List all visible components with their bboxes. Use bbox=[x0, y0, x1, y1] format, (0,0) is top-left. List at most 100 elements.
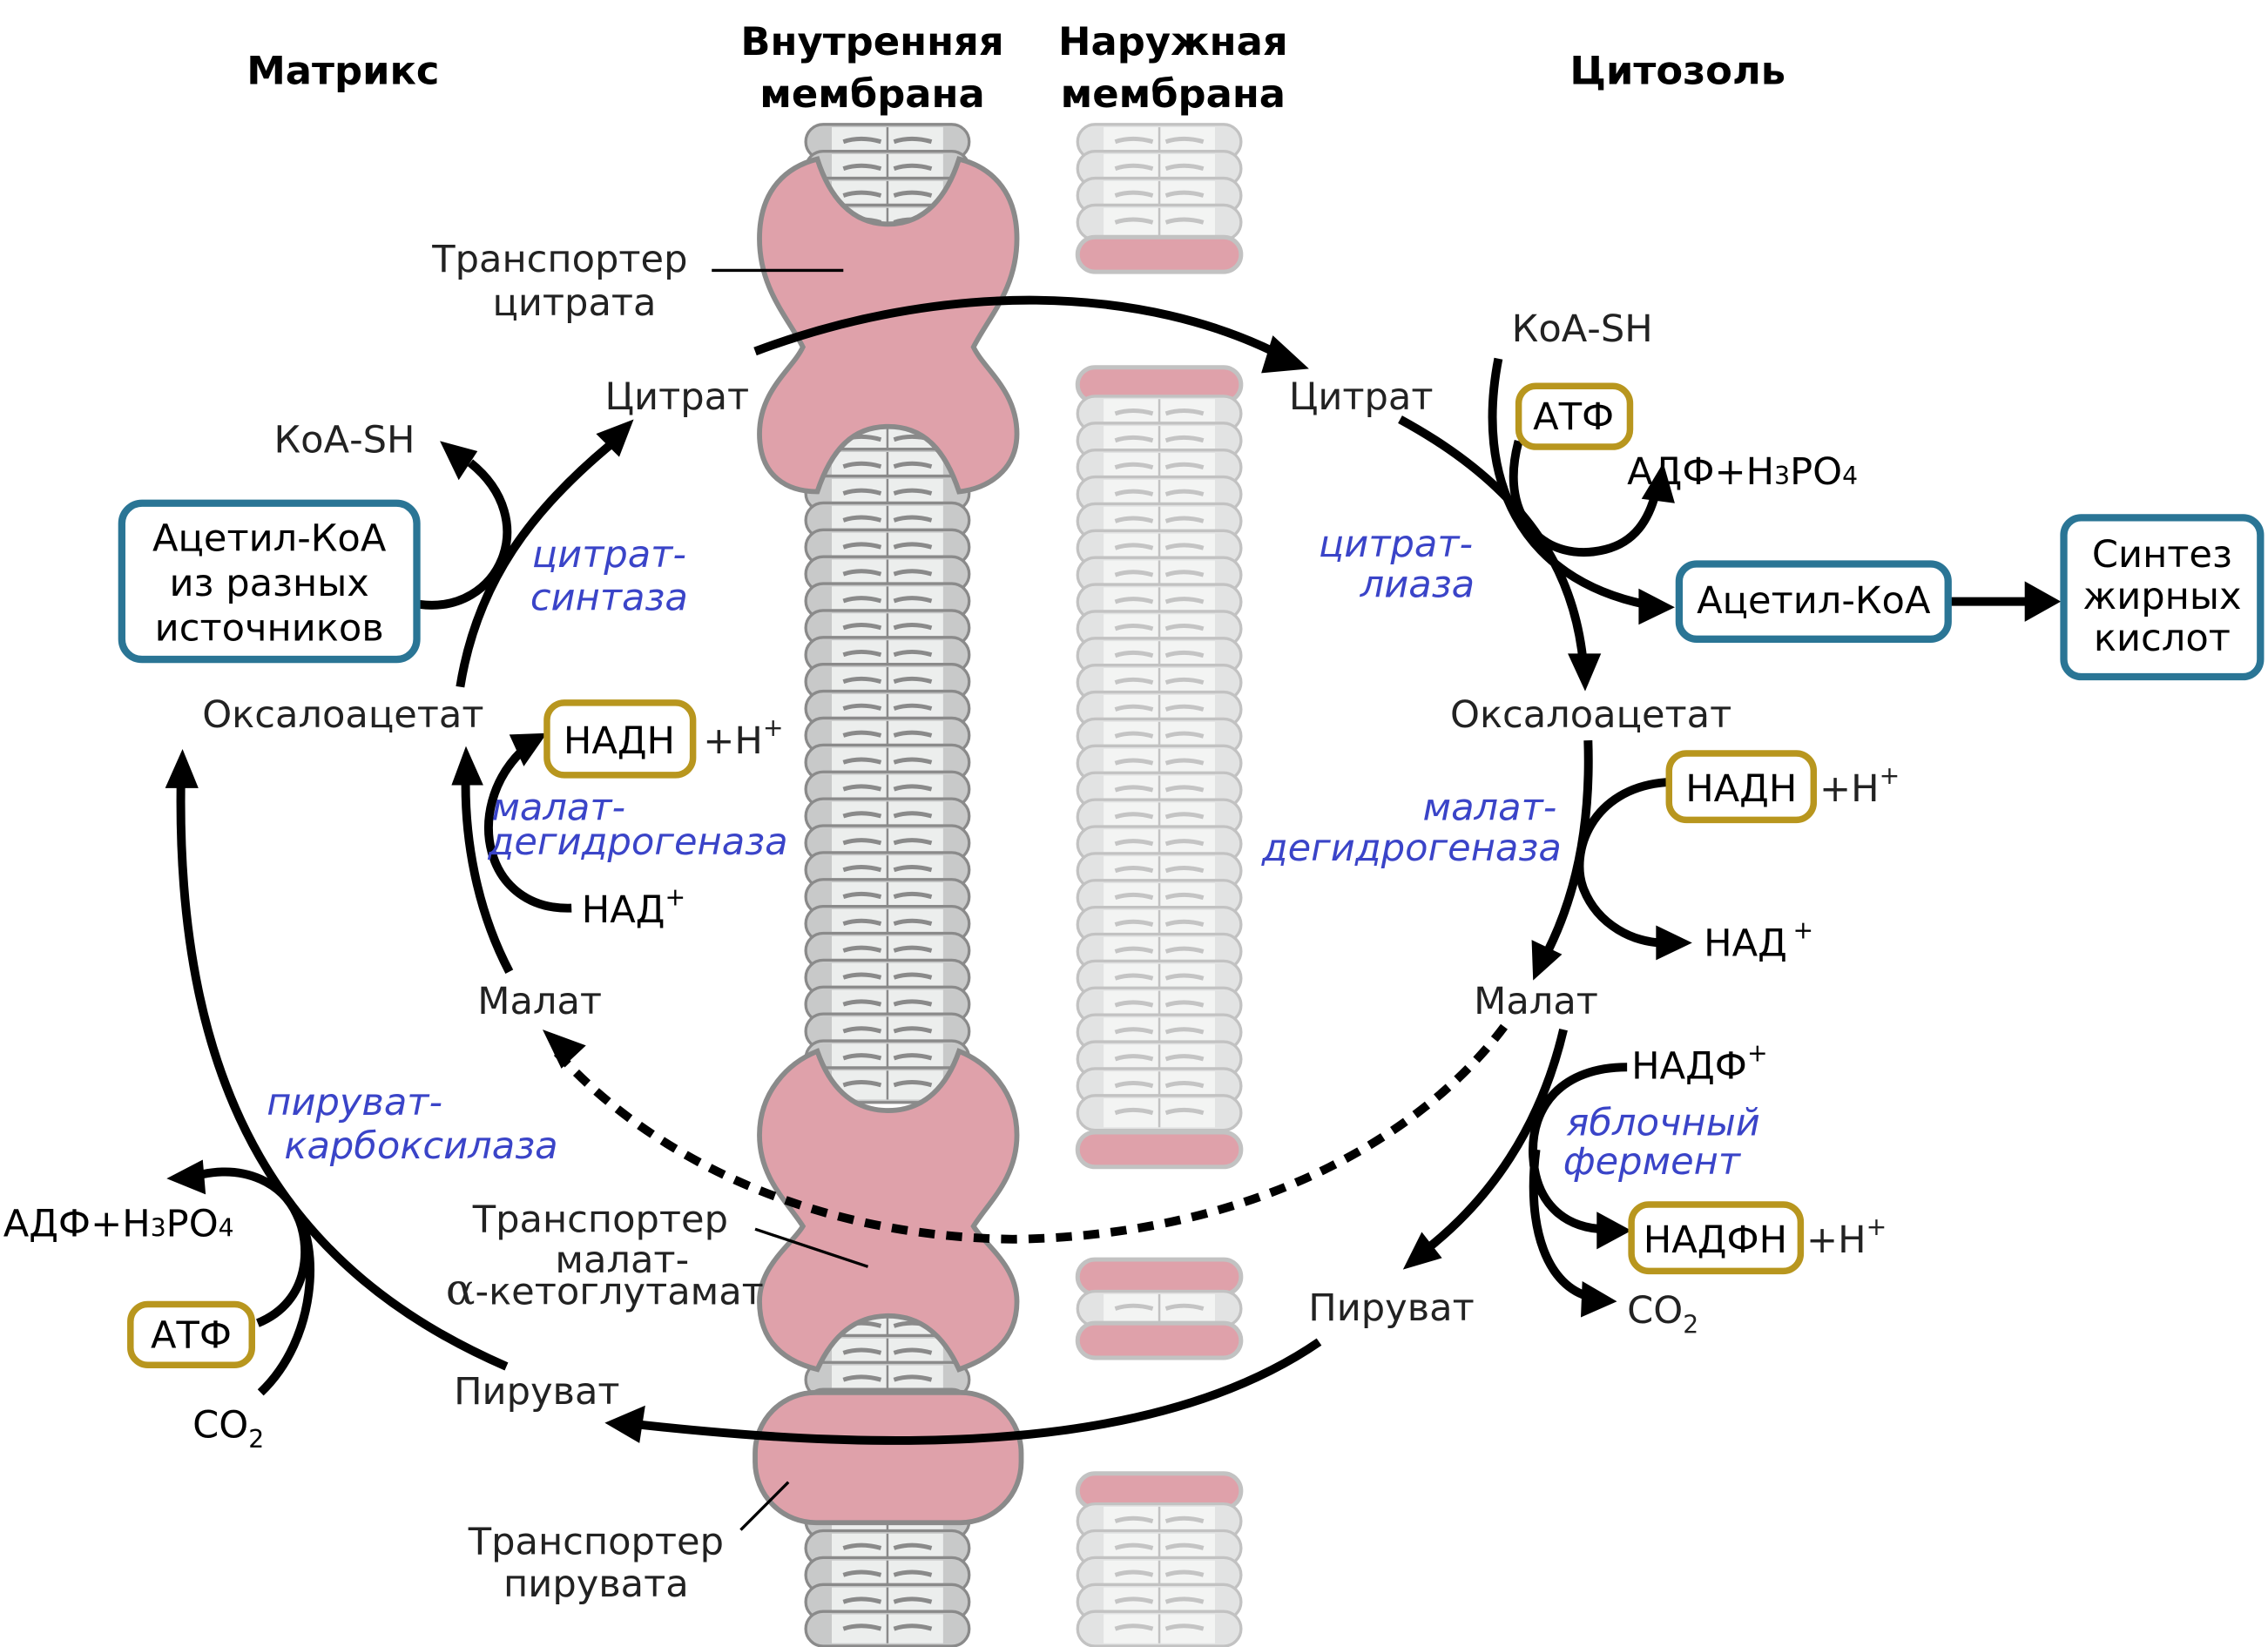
superscript-plus: + bbox=[1792, 915, 1813, 944]
matrix-koa-sh: КоА-SH bbox=[274, 419, 415, 462]
cytosol-citrate: Цитрат bbox=[1289, 375, 1434, 419]
enzyme-citrate-synthase-line2: синтаза bbox=[530, 577, 688, 620]
header-outer-membrane-line2: мембрана bbox=[1061, 71, 1286, 117]
cytosol-acetyl-coa: Ацетил-КоА bbox=[1697, 579, 1931, 623]
nad-text: НАД bbox=[582, 888, 665, 932]
lipid-row bbox=[806, 1611, 969, 1646]
lipid-row bbox=[1077, 1611, 1241, 1646]
h-plus-text: +Н bbox=[1819, 767, 1880, 811]
matrix-citrate: Цитрат bbox=[605, 375, 750, 419]
matrix-oxaloacetate: Оксалоацетат bbox=[202, 693, 483, 737]
nad-text: НАД bbox=[1704, 921, 1787, 965]
header-cytosol: Цитозоль bbox=[1569, 47, 1785, 93]
fas-line1: Синтез bbox=[2092, 533, 2232, 577]
arrowhead bbox=[2024, 581, 2062, 622]
arrowhead bbox=[1261, 335, 1309, 374]
arrow-atp-to-adp bbox=[201, 1167, 310, 1327]
arrow-pyruvate-to-oaa bbox=[176, 773, 509, 1371]
arrowhead bbox=[1581, 1280, 1617, 1318]
arrowhead bbox=[596, 419, 634, 457]
fatty-acid-synthesis-box: Синтез жирных кислот bbox=[2060, 514, 2265, 681]
header-inner-membrane-line1: Внутренняя bbox=[740, 18, 1003, 64]
label-pyruvate-transporter-line1: Транспортер bbox=[468, 1521, 724, 1564]
arrow-malate-to-pyruvate bbox=[1421, 1028, 1568, 1255]
cytosol-acetyl-coa-box: Ацетил-КоА bbox=[1675, 560, 1952, 643]
po-text: РО bbox=[1790, 450, 1842, 494]
arrowhead bbox=[166, 1159, 206, 1195]
arrowhead bbox=[542, 1029, 586, 1069]
arrowhead bbox=[604, 1405, 645, 1443]
acetyl-coa-box-line1: Ацетил-КоА bbox=[152, 517, 387, 561]
label-citrate-transporter-line2: цитрата bbox=[492, 281, 656, 325]
superscript-plus: + bbox=[1866, 1212, 1887, 1241]
cytosol-nadh-box: НАДН bbox=[1665, 750, 1818, 824]
cytosol-atp-box: АТФ bbox=[1515, 382, 1634, 450]
cytosol-nadh: НАДН bbox=[1685, 767, 1797, 811]
superscript-plus: + bbox=[763, 713, 784, 742]
lipid-row bbox=[1077, 1096, 1241, 1131]
label-citrate-transporter-line1: Транспортер bbox=[431, 238, 687, 281]
arrow-malate-to-oaa-matrix bbox=[461, 766, 514, 974]
cytosol-co2: СО2 bbox=[1627, 1289, 1698, 1340]
cytosol-atp: АТФ bbox=[1533, 395, 1614, 439]
fas-line2: жирных bbox=[2082, 575, 2241, 618]
arrow-co2-in bbox=[257, 1212, 315, 1396]
fas-line3: кислот bbox=[2094, 617, 2231, 660]
h-plus-text: +Н bbox=[1806, 1218, 1866, 1262]
adp-text: АДФ+Н bbox=[1627, 450, 1774, 494]
enzyme-citrate-lyase-line1: цитрат- bbox=[1319, 523, 1473, 566]
po-text: РО bbox=[166, 1202, 219, 1245]
matrix-adp-h3po4: АДФ+Н3РО4 bbox=[3, 1202, 234, 1245]
cytosol-oxaloacetate: Оксалоацетат bbox=[1450, 693, 1731, 737]
enzyme-malic-line2: фермент bbox=[1563, 1140, 1742, 1184]
matrix-h-plus: +Н+ bbox=[703, 713, 783, 763]
arrowhead bbox=[509, 732, 547, 766]
enzyme-pyruvate-carboxylase-line2: карбоксилаза bbox=[284, 1124, 557, 1168]
arrowhead bbox=[451, 746, 483, 786]
matrix-atp: АТФ bbox=[151, 1313, 232, 1357]
arrow-koash-to-acetylcoa bbox=[1488, 357, 1647, 609]
matrix-nad: НАД+ bbox=[582, 882, 685, 932]
cytosol-nadph-h-plus: +Н+ bbox=[1806, 1212, 1887, 1262]
outer-membrane-protein bbox=[1077, 1323, 1241, 1358]
arrow-nadh-to-nad bbox=[1575, 778, 1667, 948]
outer-membrane-protein bbox=[1077, 1259, 1241, 1294]
matrix-co2: СО2 bbox=[192, 1403, 264, 1454]
arrowhead bbox=[165, 748, 199, 788]
subscript-2: 2 bbox=[248, 1425, 264, 1454]
matrix-acetyl-coa-box: Ацетил-КоА из разных источников bbox=[118, 499, 421, 664]
arrow-oaa-to-citrate bbox=[456, 437, 618, 688]
co-text: СО bbox=[1627, 1289, 1683, 1333]
enzyme-mdh-cytosol-line2: дегидрогеназа bbox=[1261, 827, 1562, 870]
cytosol-nadp: НАДФ+ bbox=[1631, 1039, 1767, 1089]
citrate-transporter bbox=[757, 156, 1020, 495]
arrow-pyruvate-transport bbox=[636, 1338, 1322, 1445]
pointer-pyruvate-transporter bbox=[739, 1481, 790, 1531]
arrowhead bbox=[1596, 1212, 1632, 1250]
arrowhead bbox=[440, 441, 478, 481]
nadp-text: НАДФ bbox=[1631, 1045, 1747, 1089]
arrowhead bbox=[1638, 588, 1675, 625]
cytosol-nadph: НАДФН bbox=[1644, 1218, 1787, 1262]
malate-akg-transporter bbox=[757, 1048, 1020, 1373]
outer-membrane bbox=[1077, 125, 1241, 1646]
header-matrix: Матрикс bbox=[246, 47, 439, 93]
arrow-nad-to-nadh bbox=[484, 748, 572, 913]
cytosol-koa-sh: КоА-SH bbox=[1512, 307, 1653, 351]
arrowhead bbox=[1531, 940, 1563, 981]
h-plus-text: +Н bbox=[703, 719, 763, 763]
arrowhead bbox=[1641, 462, 1675, 503]
subscript-4: 4 bbox=[219, 1213, 234, 1242]
label-pyruvate-transporter-line2: пирувата bbox=[503, 1563, 689, 1606]
cytosol-adp-h3po4: АДФ+Н3РО4 bbox=[1627, 450, 1858, 494]
header-inner-membrane-line2: мембрана bbox=[759, 71, 984, 117]
enzyme-citrate-synthase-line1: цитрат- bbox=[532, 533, 686, 577]
matrix-nadh: НАДН bbox=[564, 719, 675, 763]
arrowhead bbox=[1568, 653, 1602, 692]
subscript-2: 2 bbox=[1683, 1311, 1698, 1340]
pyruvate-transporter bbox=[753, 1389, 1024, 1526]
matrix-nadh-box: НАДН bbox=[543, 699, 697, 779]
acetyl-coa-box-line2: из разных bbox=[170, 562, 369, 605]
matrix-malate: Малат bbox=[477, 980, 602, 1023]
subscript-3: 3 bbox=[151, 1213, 166, 1242]
